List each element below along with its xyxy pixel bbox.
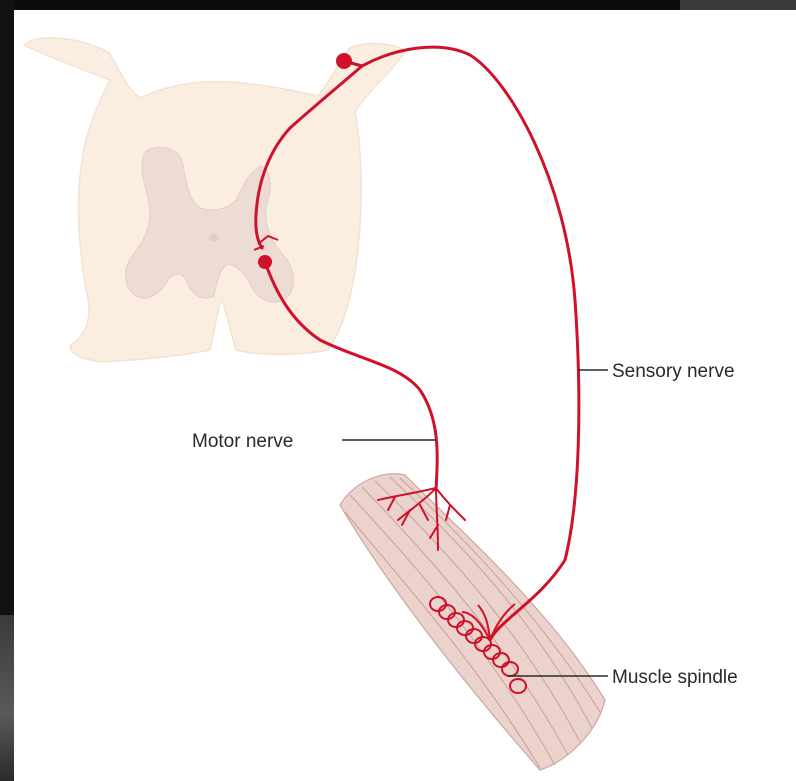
muscle-spindle-label: Muscle spindle bbox=[612, 667, 738, 688]
muscle bbox=[340, 474, 605, 770]
spinal-cord-white-matter bbox=[24, 38, 405, 362]
sensory-nerve-label: Sensory nerve bbox=[612, 361, 735, 382]
central-canal bbox=[209, 234, 219, 242]
muscle-belly bbox=[340, 474, 605, 770]
motor-neuron-cell-body bbox=[258, 255, 272, 269]
motor-nerve-label: Motor nerve bbox=[192, 431, 293, 452]
spinal-cord bbox=[24, 38, 405, 362]
